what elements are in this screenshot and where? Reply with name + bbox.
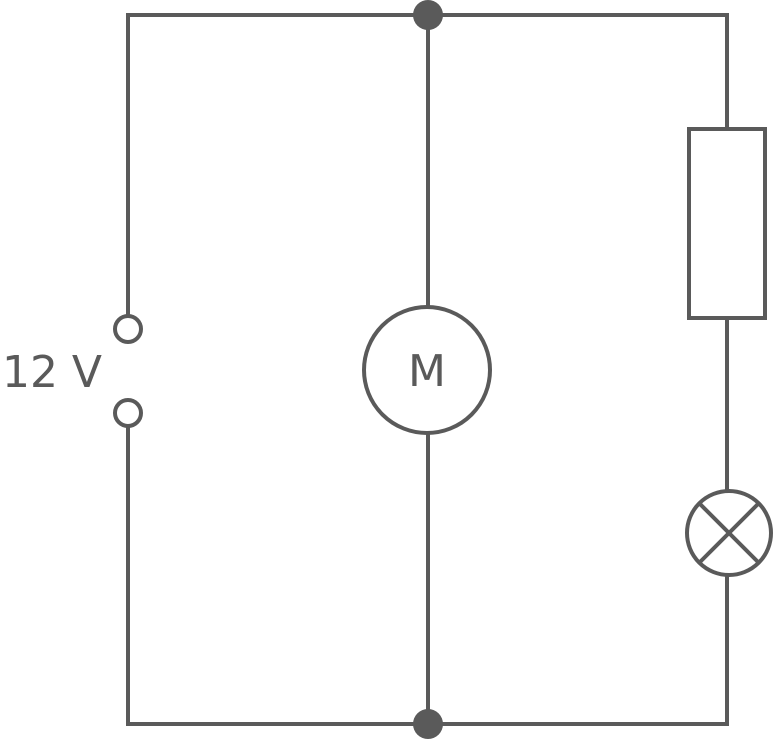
lamp-symbol	[685, 489, 773, 577]
source-terminal-positive	[113, 314, 143, 344]
source-terminal-negative	[113, 398, 143, 428]
lamp-cross-2	[697, 501, 761, 565]
motor-label: M	[408, 346, 446, 397]
junction-bottom	[413, 709, 443, 739]
right-top-wire	[428, 13, 729, 129]
right-bottom-wire	[428, 575, 729, 726]
motor-symbol	[362, 305, 492, 435]
source-top-wire	[126, 13, 428, 315]
junction-top	[413, 0, 443, 30]
resistor-symbol	[687, 127, 767, 320]
source-voltage-label: 12 V	[2, 347, 102, 398]
source-bottom-wire	[126, 427, 428, 726]
